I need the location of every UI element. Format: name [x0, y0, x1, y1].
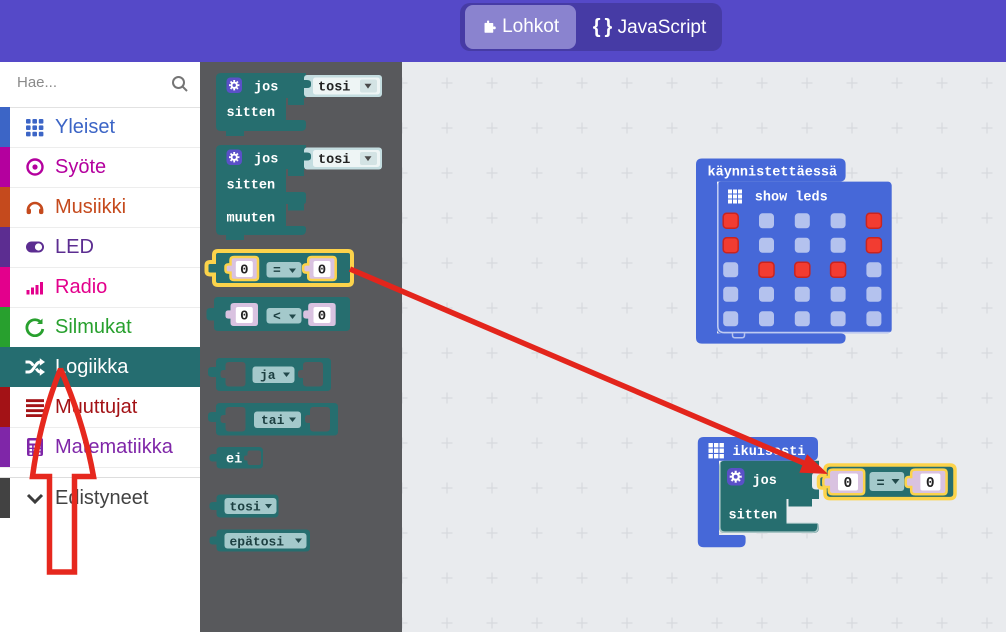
svg-text:jos: jos — [753, 474, 777, 489]
svg-text:tai: tai — [261, 413, 285, 428]
svg-text:ei: ei — [226, 453, 242, 468]
svg-text:muuten: muuten — [227, 212, 276, 227]
svg-text:tosi: tosi — [230, 500, 261, 515]
svg-text:ikuisesti: ikuisesti — [733, 445, 806, 460]
svg-text:epätosi: epätosi — [230, 535, 285, 550]
svg-text:ja: ja — [260, 368, 276, 383]
svg-text:=: = — [273, 263, 281, 278]
svg-text:tosi: tosi — [318, 81, 350, 96]
svg-text:0: 0 — [926, 476, 935, 492]
svg-text:<: < — [273, 309, 281, 324]
svg-text:käynnistettäessä: käynnistettäessä — [708, 166, 838, 181]
svg-text:0: 0 — [240, 309, 248, 325]
svg-text:=: = — [877, 477, 885, 492]
svg-text:0: 0 — [844, 476, 853, 492]
svg-text:sitten: sitten — [729, 509, 778, 524]
svg-text:sitten: sitten — [227, 106, 276, 121]
svg-text:jos: jos — [254, 152, 278, 167]
svg-text:0: 0 — [318, 309, 326, 325]
svg-text:0: 0 — [240, 263, 248, 279]
svg-text:sitten: sitten — [227, 179, 276, 194]
svg-text:tosi: tosi — [318, 153, 350, 168]
svg-text:0: 0 — [318, 263, 326, 279]
svg-text:show leds: show leds — [755, 191, 828, 206]
svg-text:jos: jos — [254, 81, 278, 96]
